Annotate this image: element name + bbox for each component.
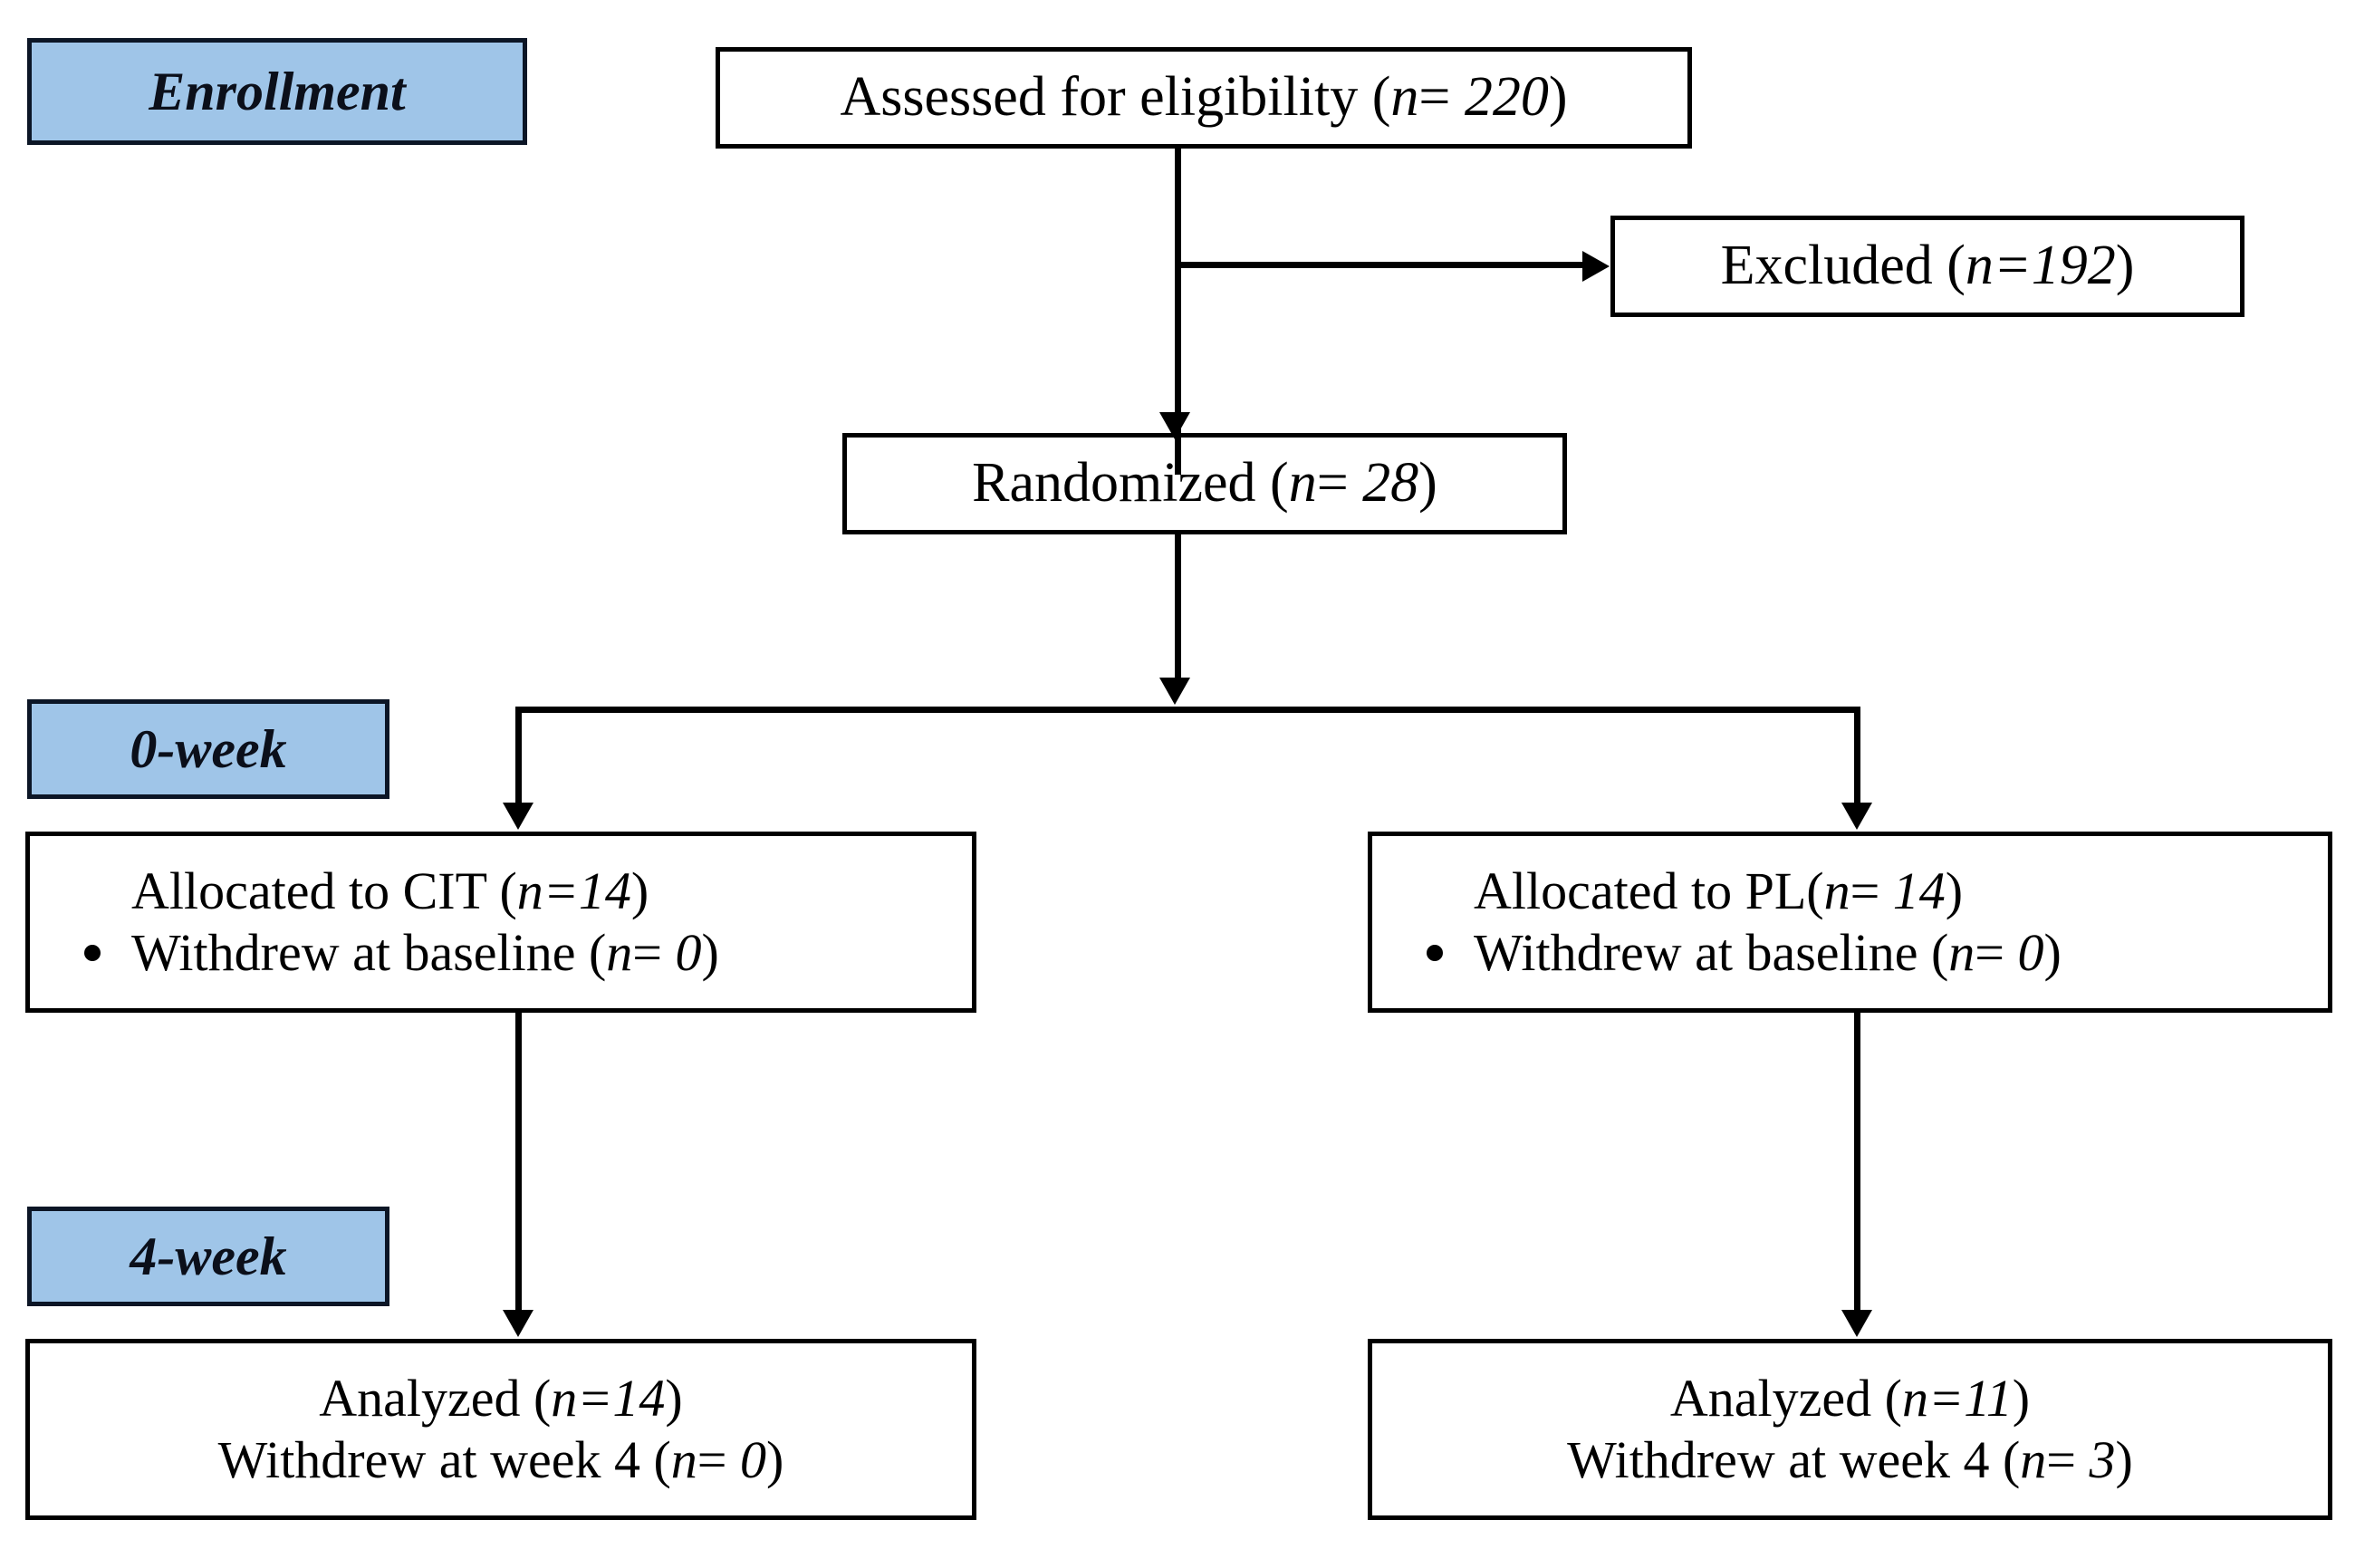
excluded-text: Excluded (n=192)	[1721, 233, 2135, 299]
node-analyzed-pl: Analyzed (n=11) Withdrew at week 4 (n= 3…	[1368, 1339, 2332, 1520]
connector-allocation-split-bar	[515, 707, 1860, 713]
stage-label-0-week-text: 0-week	[130, 718, 287, 779]
analyzed-pl-line1: Analyzed (n=11)	[1670, 1368, 2030, 1429]
withdrew-week4-pl-value: 3	[2089, 1430, 2116, 1489]
withdrew-week4-pl-n-symbol: n	[2020, 1430, 2047, 1489]
stage-label-4-week: 4-week	[27, 1207, 389, 1306]
arrow-down-icon-allocated-cit	[503, 803, 533, 830]
withdrew-baseline-pl-prefix: Withdrew at baseline (	[1474, 923, 1949, 982]
assessed-n-symbol: n	[1390, 66, 1419, 129]
allocated-pl-prefix: Allocated to PL(	[1474, 861, 1824, 920]
node-excluded: Excluded (n=192)	[1610, 216, 2244, 317]
allocated-pl-suffix: )	[1945, 861, 1964, 920]
analyzed-pl-n-symbol: n	[1901, 1368, 1928, 1428]
stage-label-enrollment-text: Enrollment	[149, 61, 406, 121]
connector-assessed-to-randomized	[1175, 149, 1181, 475]
bullet-icon	[1427, 945, 1443, 962]
arrow-down-icon-allocated-pl	[1841, 803, 1872, 830]
connector-pl-to-analyzed	[1854, 1013, 1860, 1312]
withdrew-baseline-cit-value: 0	[675, 923, 702, 982]
arrow-down-icon-analyzed-pl	[1841, 1310, 1872, 1337]
withdrew-baseline-cit-prefix: Withdrew at baseline (	[131, 923, 607, 982]
withdrew-baseline-cit-text: Withdrew at baseline (n= 0)	[131, 922, 719, 984]
allocated-pl-value: 14	[1892, 861, 1946, 920]
randomized-prefix: Randomized (	[972, 452, 1289, 515]
withdrew-week4-cit-suffix: )	[766, 1430, 784, 1489]
analyzed-pl-suffix: )	[2012, 1368, 2031, 1428]
bullet-icon	[84, 945, 101, 962]
stage-label-4-week-text: 4-week	[130, 1226, 287, 1286]
connector-randomized-to-split	[1175, 534, 1181, 679]
excluded-separator: =	[1993, 235, 2032, 297]
withdrew-week4-pl-suffix: )	[2115, 1430, 2133, 1489]
randomized-separator: =	[1316, 452, 1363, 515]
allocated-pl-line2: Withdrew at baseline (n= 0)	[1427, 922, 2062, 984]
allocated-pl-n-symbol: n	[1823, 861, 1850, 920]
allocated-cit-n-symbol: n	[516, 861, 543, 920]
assessed-separator: =	[1418, 66, 1465, 129]
connector-assessed-to-excluded	[1175, 262, 1582, 268]
randomized-value: 28	[1362, 452, 1419, 515]
stage-label-enrollment: Enrollment	[27, 38, 527, 145]
withdrew-week4-cit-n-symbol: n	[670, 1430, 697, 1489]
node-allocated-pl: Allocated to PL(n= 14) Withdrew at basel…	[1368, 832, 2332, 1013]
excluded-value: 192	[2031, 235, 2116, 297]
withdrew-baseline-pl-suffix: )	[2043, 923, 2062, 982]
analyzed-cit-separator: =	[577, 1368, 613, 1428]
analyzed-cit-n-symbol: n	[551, 1368, 578, 1428]
excluded-prefix: Excluded (	[1720, 235, 1966, 297]
analyzed-cit-line1: Analyzed (n=14)	[319, 1368, 683, 1429]
node-assessed-for-eligibility: Assessed for eligibility (n= 220)	[716, 47, 1692, 149]
assessed-prefix: Assessed for eligibility (	[840, 66, 1391, 129]
connector-cit-to-analyzed	[515, 1013, 522, 1312]
arrow-down-icon-randomized	[1159, 412, 1190, 439]
analyzed-cit-line2: Withdrew at week 4 (n= 0)	[218, 1429, 784, 1491]
withdrew-baseline-cit-suffix: )	[701, 923, 719, 982]
allocated-cit-line1: Allocated to CIT (n=14)	[131, 861, 649, 922]
withdrew-week4-pl-separator: =	[2046, 1430, 2090, 1489]
randomized-suffix: )	[1418, 452, 1437, 515]
randomized-text: Randomized (n= 28)	[972, 450, 1437, 516]
withdrew-baseline-pl-separator: =	[1975, 923, 2018, 982]
withdrew-baseline-pl-n-symbol: n	[1948, 923, 1975, 982]
analyzed-pl-line2: Withdrew at week 4 (n= 3)	[1567, 1429, 2133, 1491]
allocated-cit-suffix: )	[630, 861, 649, 920]
excluded-suffix: )	[2115, 235, 2135, 297]
withdrew-week4-cit-value: 0	[740, 1430, 767, 1489]
withdrew-week4-cit-separator: =	[697, 1430, 741, 1489]
withdrew-week4-cit-prefix: Withdrew at week 4 (	[217, 1430, 671, 1489]
analyzed-pl-value: 11	[1964, 1368, 2013, 1428]
assessed-value: 220	[1464, 66, 1549, 129]
stage-label-0-week: 0-week	[27, 699, 389, 799]
allocated-pl-separator: =	[1850, 861, 1893, 920]
analyzed-cit-value: 14	[612, 1368, 666, 1428]
allocated-cit-prefix: Allocated to CIT (	[131, 861, 517, 920]
connector-split-to-cit	[515, 707, 522, 804]
node-allocated-cit: Allocated to CIT (n=14) Withdrew at base…	[25, 832, 976, 1013]
withdrew-baseline-pl-value: 0	[2017, 923, 2044, 982]
withdrew-baseline-cit-separator: =	[632, 923, 676, 982]
withdrew-baseline-pl-text: Withdrew at baseline (n= 0)	[1474, 922, 2062, 984]
analyzed-pl-prefix: Analyzed (	[1669, 1368, 1902, 1428]
node-analyzed-cit: Analyzed (n=14) Withdrew at week 4 (n= 0…	[25, 1339, 976, 1520]
allocated-cit-line2: Withdrew at baseline (n= 0)	[84, 922, 719, 984]
analyzed-pl-separator: =	[1927, 1368, 1965, 1428]
allocated-pl-line1: Allocated to PL(n= 14)	[1474, 861, 1963, 922]
arrow-down-icon-analyzed-cit	[503, 1310, 533, 1337]
withdrew-baseline-cit-n-symbol: n	[606, 923, 633, 982]
arrow-right-icon-excluded	[1582, 251, 1610, 282]
randomized-n-symbol: n	[1288, 452, 1317, 515]
arrow-down-icon-split	[1159, 678, 1190, 705]
allocated-cit-separator: =	[543, 861, 579, 920]
analyzed-cit-suffix: )	[665, 1368, 683, 1428]
excluded-n-symbol: n	[1965, 235, 1994, 297]
allocated-cit-value: 14	[578, 861, 631, 920]
withdrew-week4-pl-prefix: Withdrew at week 4 (	[1567, 1430, 2021, 1489]
assessed-text: Assessed for eligibility (n= 220)	[841, 64, 1568, 130]
connector-split-to-pl	[1854, 707, 1860, 804]
node-randomized: Randomized (n= 28)	[842, 433, 1567, 534]
analyzed-cit-prefix: Analyzed (	[319, 1368, 552, 1428]
assessed-suffix: )	[1548, 66, 1568, 129]
